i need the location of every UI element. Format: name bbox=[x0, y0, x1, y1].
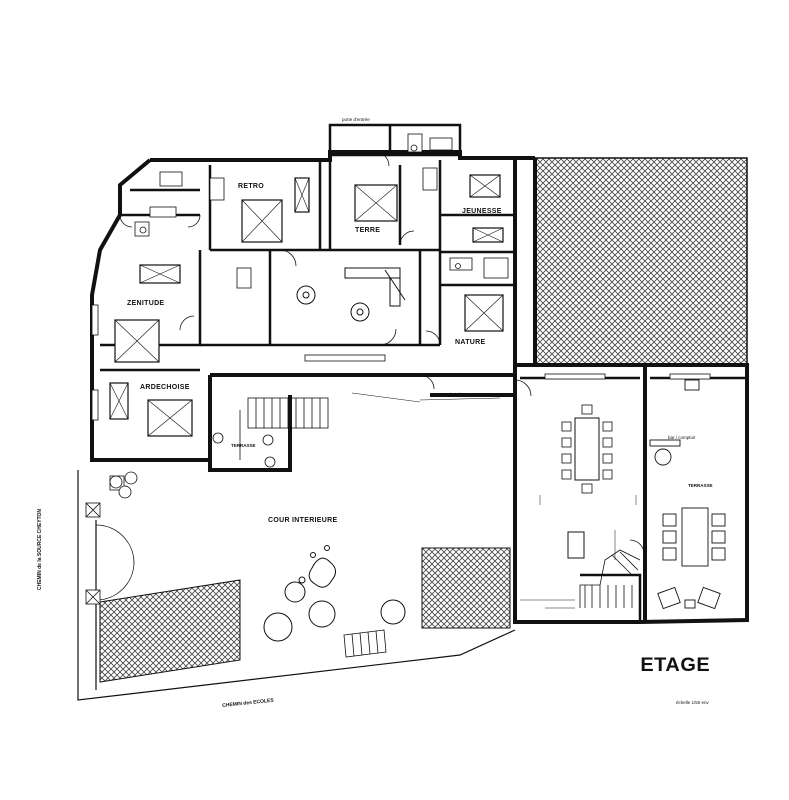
scale-note: échelle 1/50 env bbox=[676, 700, 709, 705]
label-porte: porte d'entrée bbox=[342, 117, 370, 122]
room-label-terrasse-right: TERRASSE bbox=[688, 483, 713, 488]
terrace-right-furniture bbox=[649, 379, 726, 610]
corner-boxes bbox=[85, 502, 101, 605]
lounge-furniture bbox=[296, 267, 406, 322]
bed-zenitude bbox=[114, 319, 160, 363]
room-label-terrasse-small: TERRASSE bbox=[231, 443, 256, 448]
small-terrace-furniture bbox=[109, 432, 276, 499]
plan-title: ETAGE bbox=[640, 655, 711, 676]
beds bbox=[109, 174, 504, 437]
bed-single-2 bbox=[294, 177, 310, 213]
room-label-jeunesse: JEUNESSE bbox=[462, 208, 502, 215]
site-boundary bbox=[77, 470, 516, 701]
doors bbox=[95, 151, 645, 601]
label-bar: bar / comptoir bbox=[668, 435, 696, 440]
room-label-terre: TERRE bbox=[355, 227, 381, 234]
room-label-retro: RETRO bbox=[238, 183, 264, 190]
room-label-ardechoise: ARDECHOISE bbox=[140, 384, 190, 391]
windows bbox=[91, 304, 711, 421]
entry-bench bbox=[343, 629, 387, 658]
bed-ardechoise bbox=[147, 399, 193, 437]
top-annex bbox=[328, 123, 462, 157]
bed-terre bbox=[354, 184, 398, 222]
detail-lines bbox=[351, 392, 637, 609]
room-label-nature: NATURE bbox=[455, 339, 486, 346]
dining-table bbox=[561, 404, 613, 559]
courtyard-trees bbox=[263, 545, 406, 642]
roof-hatch-south bbox=[421, 547, 511, 629]
bed-single-3 bbox=[139, 264, 181, 284]
bed-jeunesse bbox=[469, 174, 501, 198]
courtyard-stairs bbox=[239, 397, 329, 460]
road-label-west: CHEMIN de la SOURCE CHEYTON bbox=[37, 508, 43, 590]
room-label-zenitude: ZENITUDE bbox=[127, 300, 165, 307]
room-label-cour: COUR INTERIEURE bbox=[268, 517, 338, 524]
bed-nature bbox=[464, 294, 504, 332]
roof-hatch-northeast bbox=[534, 157, 748, 365]
bed-single-1 bbox=[109, 382, 129, 420]
bed-retro bbox=[241, 199, 283, 243]
bed-single-4 bbox=[472, 227, 504, 243]
roof-hatch-southwest bbox=[99, 579, 241, 683]
label-sas: sas d'accès bbox=[440, 392, 464, 397]
bathroom-fixtures bbox=[134, 133, 509, 289]
spiral-stairs bbox=[579, 549, 641, 608]
